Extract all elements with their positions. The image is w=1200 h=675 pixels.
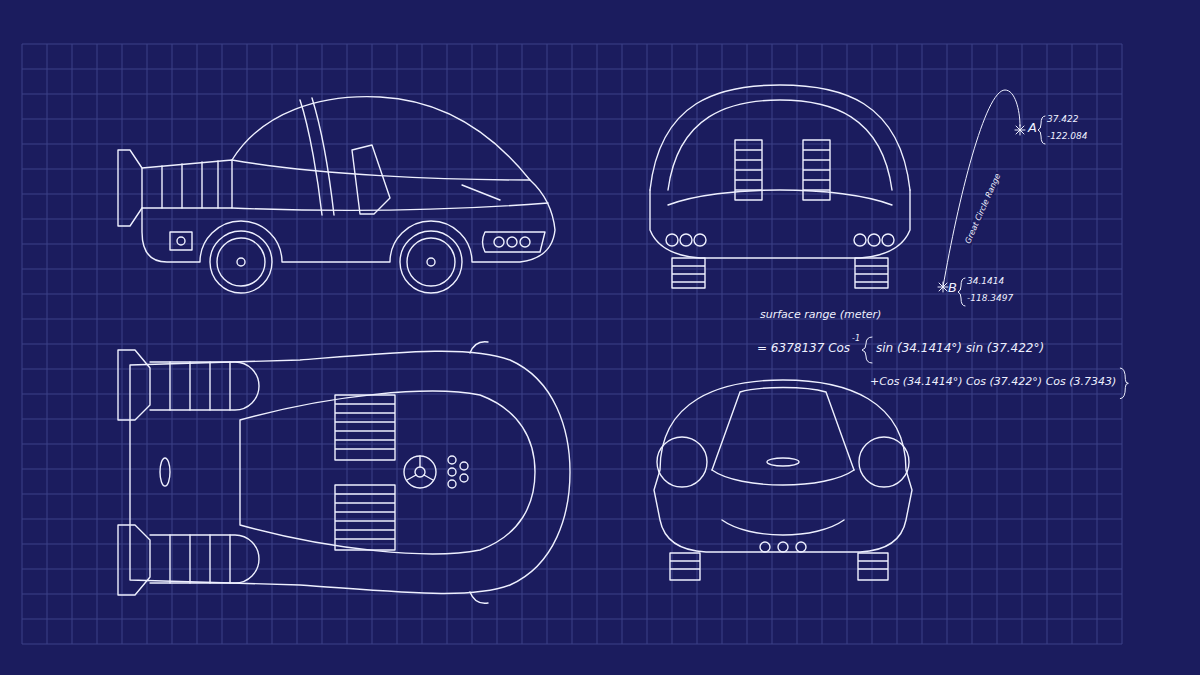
grid-line — [22, 494, 1122, 495]
grid-line — [22, 69, 1122, 70]
point-name: B — [948, 281, 957, 296]
grid-line — [22, 394, 1122, 395]
annotation-brace — [1120, 368, 1128, 399]
curve-label: Great Circle Range — [963, 171, 1003, 246]
formula-title: surface range (meter) — [760, 309, 881, 322]
grid-line — [22, 644, 1122, 645]
formula-text: = 6378137 Cos — [757, 342, 850, 356]
grid-line — [22, 444, 1122, 445]
grid-line — [22, 169, 1122, 170]
coordinate: 37.422 — [1047, 114, 1079, 124]
formula-brace — [1120, 368, 1128, 399]
grid-line — [22, 44, 1122, 45]
top-view — [118, 342, 570, 604]
point-name: A — [1028, 121, 1037, 136]
grid-line — [22, 544, 1122, 545]
formula-text: sin (34.1414°) sin (37.422°) — [876, 342, 1044, 356]
grid-line — [22, 94, 1122, 95]
rear-view — [650, 85, 910, 288]
grid-line — [22, 294, 1122, 295]
grid-line — [22, 194, 1122, 195]
formula-text: +Cos (34.1414°) Cos (37.422°) Cos (3.734… — [870, 376, 1116, 389]
formula-exponent: -1 — [852, 334, 860, 343]
grid-line — [22, 569, 1122, 570]
grid-line — [22, 619, 1122, 620]
grid-line — [22, 469, 1122, 470]
grid-line — [22, 244, 1122, 245]
grid-line — [22, 419, 1122, 420]
coordinate: -118.3497 — [967, 293, 1013, 303]
front-view — [654, 380, 912, 580]
grid-line — [22, 369, 1122, 370]
grid-line — [22, 594, 1122, 595]
coordinate: 34.1414 — [967, 276, 1004, 286]
grid-line — [22, 144, 1122, 145]
grid — [22, 44, 1122, 644]
grid-line — [22, 519, 1122, 520]
annotation-graphics — [862, 90, 1045, 363]
coordinate: -122.084 — [1047, 131, 1087, 141]
grid-line — [22, 319, 1122, 320]
grid-line — [22, 119, 1122, 120]
grid-line — [22, 269, 1122, 270]
grid-line — [22, 219, 1122, 220]
side-view — [118, 97, 555, 293]
